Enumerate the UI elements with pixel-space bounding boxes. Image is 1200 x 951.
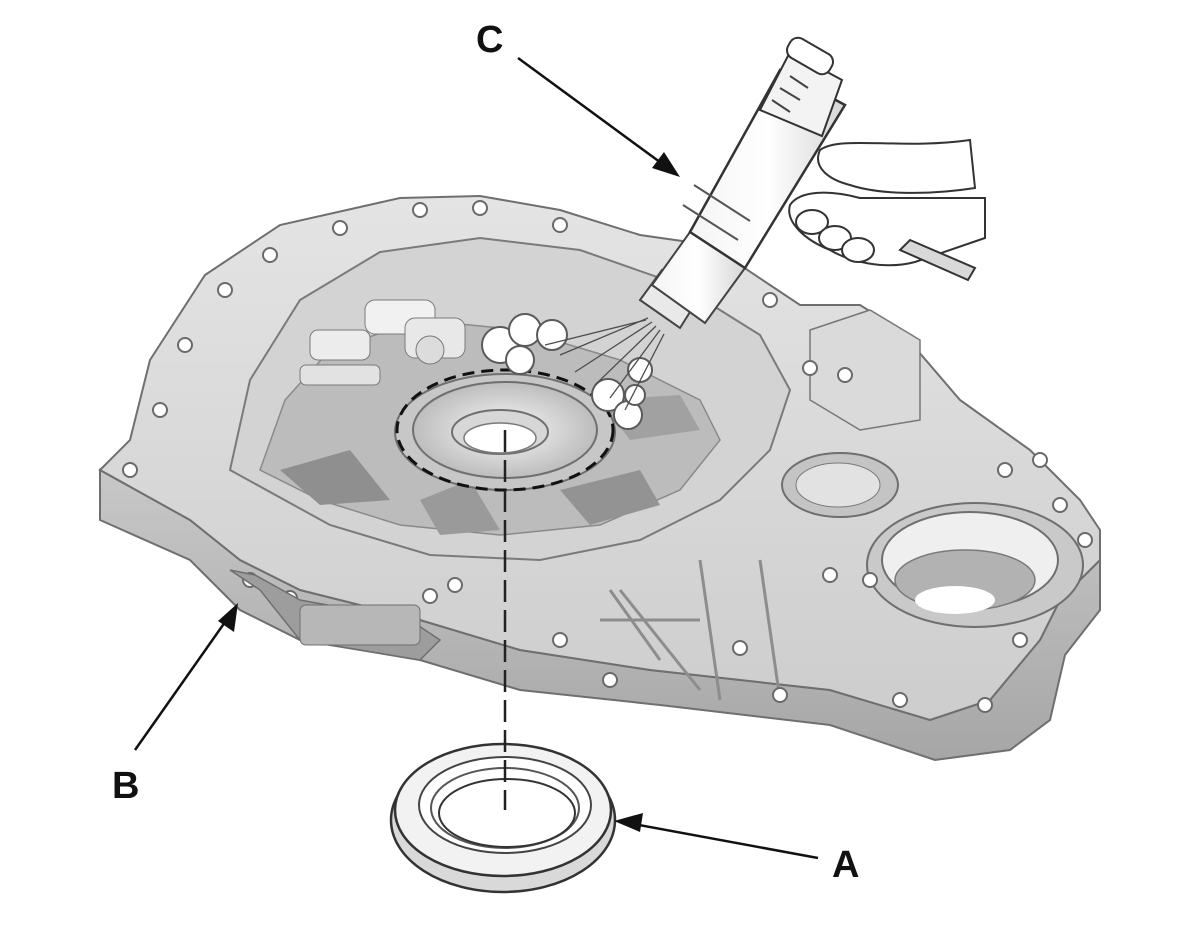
interior-rib-2: [420, 480, 500, 535]
spray-can-cap-grip: [771, 75, 809, 113]
leader-arrows: [133, 56, 819, 860]
spray-can-band: [682, 184, 751, 241]
label-c: C: [476, 19, 503, 61]
solvent-spray: [481, 313, 665, 430]
interior-rib-3: [560, 470, 660, 525]
hand: [788, 138, 986, 282]
transmission-case: [98, 194, 1101, 762]
sleeve-cuff: [898, 238, 977, 282]
right-bore-small: [781, 452, 899, 518]
solvent-spray-can: [638, 36, 847, 330]
interior-rib-1: [280, 450, 390, 505]
right-bore-large: [866, 502, 1084, 628]
arrow-a: [614, 813, 819, 860]
arrow-b: [133, 603, 238, 751]
case-underside-cover: [299, 604, 421, 646]
shift-components: [299, 299, 466, 386]
hand-upper-fingers: [817, 138, 977, 194]
label-b: B: [112, 765, 139, 807]
right-face-ribs: [600, 559, 782, 701]
boss-right-upper: [809, 309, 921, 431]
oil-seal: [389, 742, 617, 894]
arrow-c: [517, 56, 680, 177]
label-a: A: [832, 844, 859, 886]
spray-can-cap-slot: [786, 36, 834, 76]
